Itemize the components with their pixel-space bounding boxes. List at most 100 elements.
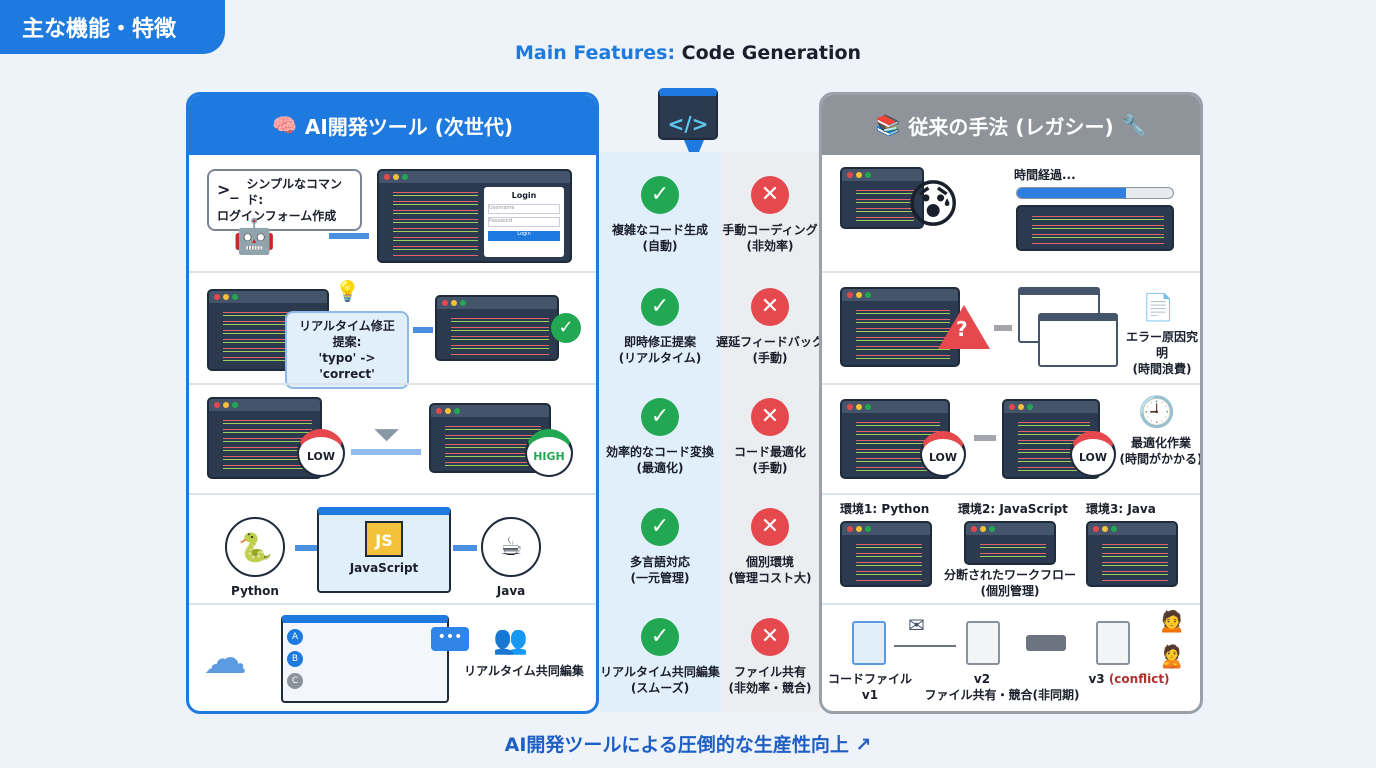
bottom-summary: AI開発ツールによる圧倒的な生産性向上 ↗ — [0, 730, 1376, 757]
code-window — [435, 295, 559, 361]
ai-panel-title: AI開発ツール (次世代) — [304, 114, 514, 139]
check-icon: ✓ — [641, 176, 679, 214]
legacy-row-1: 😰 時間経過... — [822, 155, 1200, 271]
login-button[interactable]: Login — [488, 231, 560, 241]
collab-label: リアルタイム共同編集 — [464, 664, 584, 678]
legacy-row-2: ? 📄 エラー原因究明(時間浪費) — [822, 271, 1200, 383]
legacy-panel-header: 📚従来の手法 (レガシー)🔧 — [822, 95, 1200, 155]
ai-benefit-5: ✓リアルタイム共同編集(スムーズ) — [599, 618, 721, 696]
ai-row-1: >_ シンプルなコマンド: ログインフォーム作成 🤖 Login Username … — [189, 155, 596, 271]
python-label: Python — [231, 584, 279, 598]
legacy-issue-1: ✕手動コーディング(非効率) — [709, 176, 831, 254]
cloud-icon: ☁ — [203, 633, 247, 684]
ai-panel-header: 🧠 AI開発ツール (次世代) — [189, 95, 596, 155]
arrow-icon — [974, 435, 996, 441]
lightbulb-icon: 💡 — [335, 279, 360, 303]
chat-icon: ••• — [431, 627, 469, 651]
legacy-panel-title: 従来の手法 (レガシー) — [908, 114, 1114, 139]
usb-icon — [1026, 635, 1066, 651]
v2-label: v2 — [973, 672, 991, 686]
comparison-column: ✓複雑なコード生成(自動) ✕手動コーディング(非効率) ✓即時修正提案(リアル… — [599, 152, 824, 712]
cross-icon: ✕ — [751, 398, 789, 436]
legacy-row-3: LOW LOW 🕘 最適化作業(時間がかかる) — [822, 383, 1200, 493]
arrow-right-icon — [453, 545, 477, 551]
ai-benefit-4: ✓多言語対応(一元管理) — [599, 508, 721, 586]
login-form: Login Username Password Login — [484, 187, 564, 257]
javascript-label: JavaScript — [349, 561, 419, 575]
workflow-label: 分断されたワークフロー(個別管理) — [943, 568, 1076, 598]
team-icon: 👥 — [493, 623, 528, 656]
brain-icon: 🧠 — [271, 113, 297, 137]
ai-benefit-1: ✓複雑なコード生成(自動) — [599, 176, 721, 254]
gauge-low-icon: LOW — [297, 429, 345, 477]
check-icon: ✓ — [641, 508, 679, 546]
user-a-avatar: A — [287, 629, 303, 645]
code-window: Login Username Password Login — [377, 169, 572, 263]
user-b-avatar: B — [287, 651, 303, 667]
user-icon: 🙍 — [1158, 609, 1186, 634]
legacy-issue-2: ✕遅延フィードバック(手動) — [709, 288, 831, 366]
optimize-label: 最適化作業(時間がかかる) — [1119, 436, 1203, 466]
check-icon: ✓ — [641, 288, 679, 326]
question-mark-icon: ? — [956, 317, 968, 341]
ai-benefit-2: ✓即時修正提案(リアルタイム) — [599, 288, 721, 366]
cross-icon: ✕ — [751, 176, 789, 214]
cross-icon: ✕ — [751, 618, 789, 656]
error-document-icon: 📄 — [1142, 293, 1175, 323]
user-icon: 🙎 — [1158, 645, 1186, 670]
cross-icon: ✕ — [751, 508, 789, 546]
error-label: エラー原因究明(時間浪費) — [1125, 330, 1198, 376]
code-icon: </> — [658, 88, 718, 140]
legacy-issue-4: ✕個別環境(管理コスト大) — [709, 508, 831, 586]
file-icon — [966, 621, 1000, 665]
arrow-icon — [329, 233, 369, 239]
java-logo-icon: ☕ — [481, 517, 541, 577]
arrow-icon — [894, 645, 956, 647]
progress-fill — [1017, 188, 1127, 198]
code-window — [1086, 521, 1178, 587]
ai-row-5: ☁ A B C ••• 👥 リアルタイム共同編集 — [189, 603, 596, 711]
code-window — [964, 521, 1056, 565]
robot-icon: 🤖 — [233, 217, 276, 257]
legacy-row-4: 環境1: Python 環境2: JavaScript 環境3: Java 分断… — [822, 493, 1200, 603]
code-window — [429, 403, 551, 473]
code-window — [840, 167, 924, 229]
gauge-low-icon: LOW — [1070, 431, 1116, 477]
books-icon: 📚 — [875, 113, 901, 137]
check-icon: ✓ — [551, 313, 581, 343]
js-window: JS JavaScript — [317, 507, 451, 593]
command-bubble: >_ シンプルなコマンド: ログインフォーム作成 — [207, 169, 362, 231]
file-sharing-label: ファイル共有・競合(非同期) — [924, 688, 1080, 702]
java-label: Java — [496, 584, 526, 598]
gauge-high-icon: HIGH — [525, 429, 573, 477]
legacy-issue-3: ✕コード最適化(手動) — [709, 398, 831, 476]
shared-editor-window: A B C — [281, 615, 449, 703]
code-window — [1002, 399, 1100, 479]
clock-icon: 🕘 — [1138, 395, 1176, 430]
summary-text: AI開発ツールによる圧倒的な生産性向上 — [504, 734, 849, 756]
env1-label: 環境1: Python — [840, 502, 930, 516]
env2-label: 環境2: JavaScript — [958, 502, 1068, 516]
username-field[interactable]: Username — [488, 204, 560, 214]
time-elapsed-label: 時間経過... — [1014, 168, 1076, 182]
trend-up-icon: ↗ — [855, 734, 872, 756]
check-icon: ✓ — [641, 398, 679, 436]
check-icon: ✓ — [641, 618, 679, 656]
user-c-avatar: C — [287, 673, 303, 689]
suggestion-text-2: 'typo' -> 'correct' — [318, 351, 376, 381]
arrow-icon — [994, 325, 1012, 331]
command-text-2: ログインフォーム作成 — [217, 209, 337, 223]
password-field[interactable]: Password — [488, 217, 560, 227]
ai-benefit-3: ✓効率的なコード変換(最適化) — [599, 398, 721, 476]
arrow-icon — [351, 449, 421, 455]
suggestion-text: リアルタイム修正提案: — [299, 319, 395, 349]
command-text: シンプルなコマンド: — [246, 177, 343, 207]
search-window — [1038, 313, 1118, 367]
terminal-icon: >_ — [217, 180, 239, 199]
gauge-low-icon: LOW — [920, 431, 966, 477]
section-tag: 主な機能・特徴 — [0, 0, 225, 54]
ai-row-2: 💡 リアルタイム修正提案:'typo' -> 'correct' ✓ — [189, 271, 596, 389]
code-window — [1016, 205, 1174, 251]
page-title: Main Features: Code Generation — [0, 42, 1376, 64]
